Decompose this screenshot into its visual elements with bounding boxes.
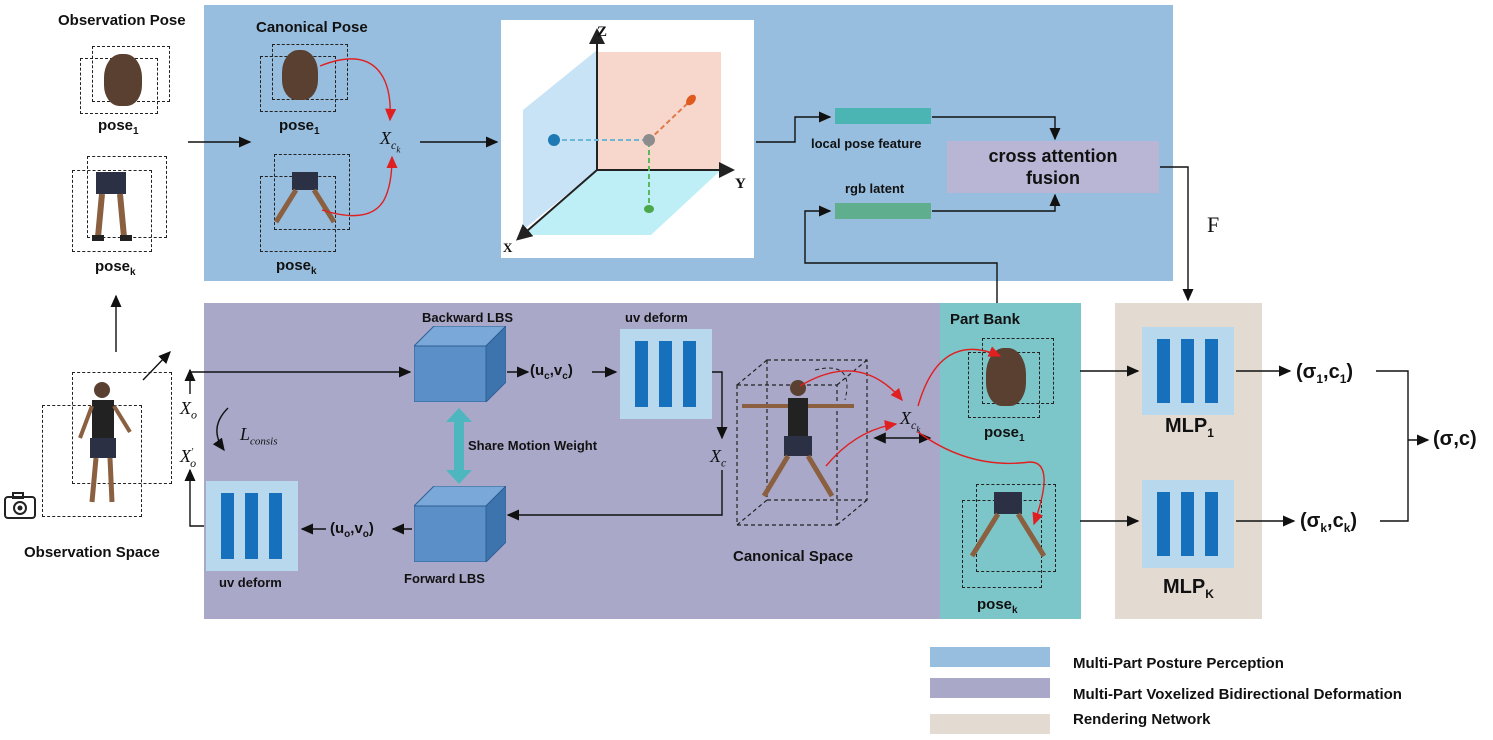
backward-lbs-label: Backward LBS xyxy=(422,310,514,325)
share-motion-arrow xyxy=(446,408,472,484)
local-pose-feature-label: local pose feature xyxy=(811,136,922,151)
axis-diagram xyxy=(515,28,735,241)
part-bank-pose1-cube-back xyxy=(982,338,1054,404)
forward-lbs-cube xyxy=(414,486,506,562)
x-c-label: Xc xyxy=(710,446,727,470)
uo-vo-label: (uo,vo) xyxy=(330,520,374,540)
legend-swatch-posture xyxy=(930,647,1050,667)
legend-label-deformation: Multi-Part Voxelized Bidirectional Defor… xyxy=(1073,686,1402,703)
mlp-k-bar-3 xyxy=(1205,492,1218,556)
uc-vc-label: (uc,vc) xyxy=(530,362,573,382)
canonical-pose1-cube-back xyxy=(272,44,348,100)
observation-posek-cube xyxy=(72,170,152,252)
mlp-1-bar-1 xyxy=(1157,339,1170,403)
mlp-1-label: MLP1 xyxy=(1165,415,1214,440)
observation-space-cube-back xyxy=(72,372,172,484)
uv-deform-top-bar-2 xyxy=(659,341,672,407)
axis-y-label: Y xyxy=(735,176,746,192)
observation-face-image xyxy=(104,54,142,106)
camera-icon xyxy=(4,492,36,519)
part-bank-face-image xyxy=(986,348,1026,406)
part-bank-posek-cube-back xyxy=(976,484,1056,572)
forward-lbs-label: Forward LBS xyxy=(404,571,485,586)
share-motion-weight-label: Share Motion Weight xyxy=(468,438,598,453)
x-o-prime-label: X'o xyxy=(180,446,197,470)
sigmak-ck-label: (σk,ck) xyxy=(1300,510,1358,535)
uv-deform-bottom-bar-1 xyxy=(221,493,234,559)
l-consis-label: Lconsis xyxy=(240,424,278,448)
sigma-c-output-label: (σ,c) xyxy=(1433,428,1477,450)
x-ck-top-label: Xck xyxy=(380,128,401,154)
legend-swatch-deformation xyxy=(930,678,1050,698)
cross-attention-fusion-box: cross attention fusion xyxy=(947,141,1159,193)
legend-swatch-rendering xyxy=(930,714,1050,734)
backward-lbs-cube xyxy=(414,326,506,402)
legend-label-rendering: Rendering Network xyxy=(1073,711,1211,728)
observation-pose1-label: pose1 xyxy=(98,117,139,137)
observation-space-label: Observation Space xyxy=(24,544,160,561)
legend-label-posture: Multi-Part Posture Perception xyxy=(1073,655,1284,672)
f-label: F xyxy=(1207,212,1220,237)
observation-pose-title: Observation Pose xyxy=(58,12,186,29)
canonical-pose1-label: pose1 xyxy=(279,117,320,137)
mlp-k-bar-2 xyxy=(1181,492,1194,556)
uv-deform-bottom-block xyxy=(206,481,298,571)
canonical-legs-image xyxy=(273,172,337,224)
canonical-posek-label: posek xyxy=(276,257,317,277)
mlp-k-label: MLPK xyxy=(1163,576,1214,601)
uv-deform-top-label: uv deform xyxy=(625,310,688,325)
uv-deform-bottom-label: uv deform xyxy=(219,575,282,590)
observation-body-image xyxy=(78,382,132,503)
mlp-1-block xyxy=(1142,327,1234,415)
part-bank-posek-label: posek xyxy=(977,596,1018,616)
part-bank-title: Part Bank xyxy=(950,311,1021,328)
uv-deform-top-bar-1 xyxy=(635,341,648,407)
mlp-k-bar-1 xyxy=(1157,492,1170,556)
x-ck-bottom-label: Xck xyxy=(900,408,921,434)
part-bank-pose1-label: pose1 xyxy=(984,424,1025,444)
uv-deform-bottom-bar-3 xyxy=(269,493,282,559)
canonical-posek-cube-back xyxy=(274,154,350,230)
canonical-space-label: Canonical Space xyxy=(733,548,854,565)
mlp-1-bar-2 xyxy=(1181,339,1194,403)
canonical-face-image xyxy=(282,50,318,100)
uv-deform-bottom-bar-2 xyxy=(245,493,258,559)
axis-z-label: Z xyxy=(597,24,608,40)
canonical-body-image xyxy=(742,380,854,498)
rgb-latent-label: rgb latent xyxy=(845,181,905,196)
mlp-1-bar-3 xyxy=(1205,339,1218,403)
x-o-label: Xo xyxy=(180,398,197,422)
local-pose-feature-bar xyxy=(835,108,931,124)
part-bank-legs-image xyxy=(969,492,1047,558)
observation-posek-label: posek xyxy=(95,258,136,278)
mlp-k-block xyxy=(1142,480,1234,568)
axis-x-label: X xyxy=(503,240,513,255)
canonical-pose-title: Canonical Pose xyxy=(256,19,368,36)
cross-attention-fusion-label: cross attention fusion xyxy=(988,146,1118,188)
axis-panel: Z Y X xyxy=(501,20,754,258)
deformation-region xyxy=(204,303,940,619)
sigma1-c1-label: (σ1,c1) xyxy=(1296,361,1354,386)
uv-deform-top-bar-3 xyxy=(683,341,696,407)
uv-deform-top-block xyxy=(620,329,712,419)
observation-legs-image xyxy=(92,172,132,241)
rgb-latent-bar xyxy=(835,203,931,219)
